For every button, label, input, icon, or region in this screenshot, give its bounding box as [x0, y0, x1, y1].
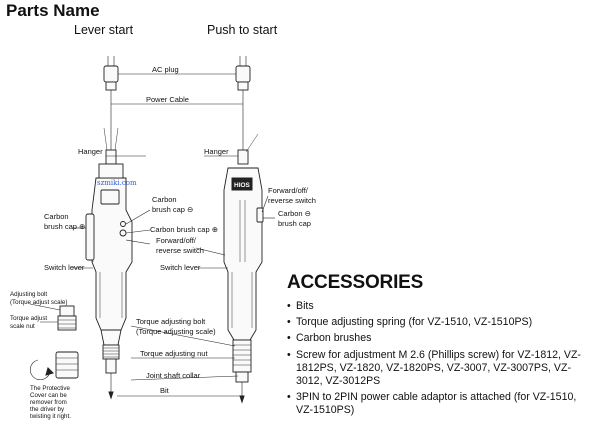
label-switch-lever-left: Switch lever: [44, 263, 85, 272]
label-hanger-left: Hanger: [78, 147, 103, 156]
accessories-list: Bits Torque adjusting spring (for VZ-151…: [287, 300, 595, 418]
label-cover-3: remover from: [30, 399, 67, 406]
label-carbon-cap-left-2: brush cap ⊕: [44, 222, 85, 231]
label-fwd-right-2: reverse switch: [268, 196, 316, 205]
label-fwd-mid-1: Forward/off/: [156, 236, 197, 245]
label-fwd-right-1: Forward/off/: [268, 186, 309, 195]
accessory-item: Screw for adjustment M 2.6 (Phillips scr…: [287, 349, 595, 389]
label-torque-bolt-2: (Torque adjusting scale): [136, 327, 216, 336]
label-cover-1: The Protective: [30, 385, 70, 392]
label-bit: Bit: [160, 386, 170, 395]
page-title: Parts Name: [6, 1, 100, 20]
label-carbon-cap-top-1: Carbon: [152, 195, 177, 204]
label-fwd-mid-2: reverse switch: [156, 246, 204, 255]
label-cover-2: Cover can be: [30, 392, 67, 399]
label-torque-bolt-1: Torque adjusting bolt: [136, 317, 206, 326]
accessory-item: 3PIN to 2PIN power cable adaptor is atta…: [287, 391, 595, 417]
label-carbon-right-2: brush cap: [278, 219, 311, 228]
label-adj-bolt-1: Adjusting bolt: [10, 291, 47, 298]
label-carbon-cap-plus: Carbon brush cap ⊕: [150, 225, 218, 234]
label-power-cable: Power Cable: [146, 95, 189, 104]
accessories-section: ACCESSORIES Bits Torque adjusting spring…: [287, 272, 595, 421]
label-adj-bolt-2: (Torque adjust scale): [10, 299, 67, 306]
label-joint-collar: Joint shaft collar: [146, 371, 201, 380]
label-adj-nut-1: Torque adjust: [10, 315, 47, 322]
right-driver-heading: Push to start: [207, 23, 278, 37]
label-carbon-cap-left-1: Carbon: [44, 212, 69, 221]
callout-labels: AC plug Power Cable Hanger Hanger Carbon…: [10, 65, 316, 420]
label-cover-5: twisting it right.: [30, 413, 71, 420]
accessory-item: Carbon brushes: [287, 332, 595, 345]
leader-lines: [29, 73, 275, 397]
left-driver-heading: Lever start: [74, 23, 134, 37]
label-carbon-cap-top-2: brush cap ⊖: [152, 205, 193, 214]
right-ac-plug: [235, 56, 251, 91]
label-switch-lever-right: Switch lever: [160, 263, 201, 272]
label-cover-4: the driver by: [30, 406, 65, 413]
label-ac-plug: AC plug: [152, 65, 179, 74]
accessories-title: ACCESSORIES: [287, 272, 424, 293]
accessory-item: Bits: [287, 300, 595, 313]
brand-label: HIOS: [234, 182, 251, 189]
label-carbon-right-1: Carbon ⊖: [278, 209, 311, 218]
left-driver-body: [85, 163, 133, 400]
left-ac-plug: [103, 56, 119, 91]
right-hanger: [237, 133, 259, 165]
accessory-item: Torque adjusting spring (for VZ-1510, VZ…: [287, 316, 595, 329]
right-driver-body: HIOS: [223, 167, 264, 404]
label-adj-nut-2: scale nut: [10, 323, 35, 330]
torque-adjust-inset: [29, 305, 79, 381]
label-hanger-right: Hanger: [204, 147, 229, 156]
label-torque-nut: Torque adjusting nut: [140, 349, 208, 358]
watermark: szmiki.com: [97, 179, 137, 187]
